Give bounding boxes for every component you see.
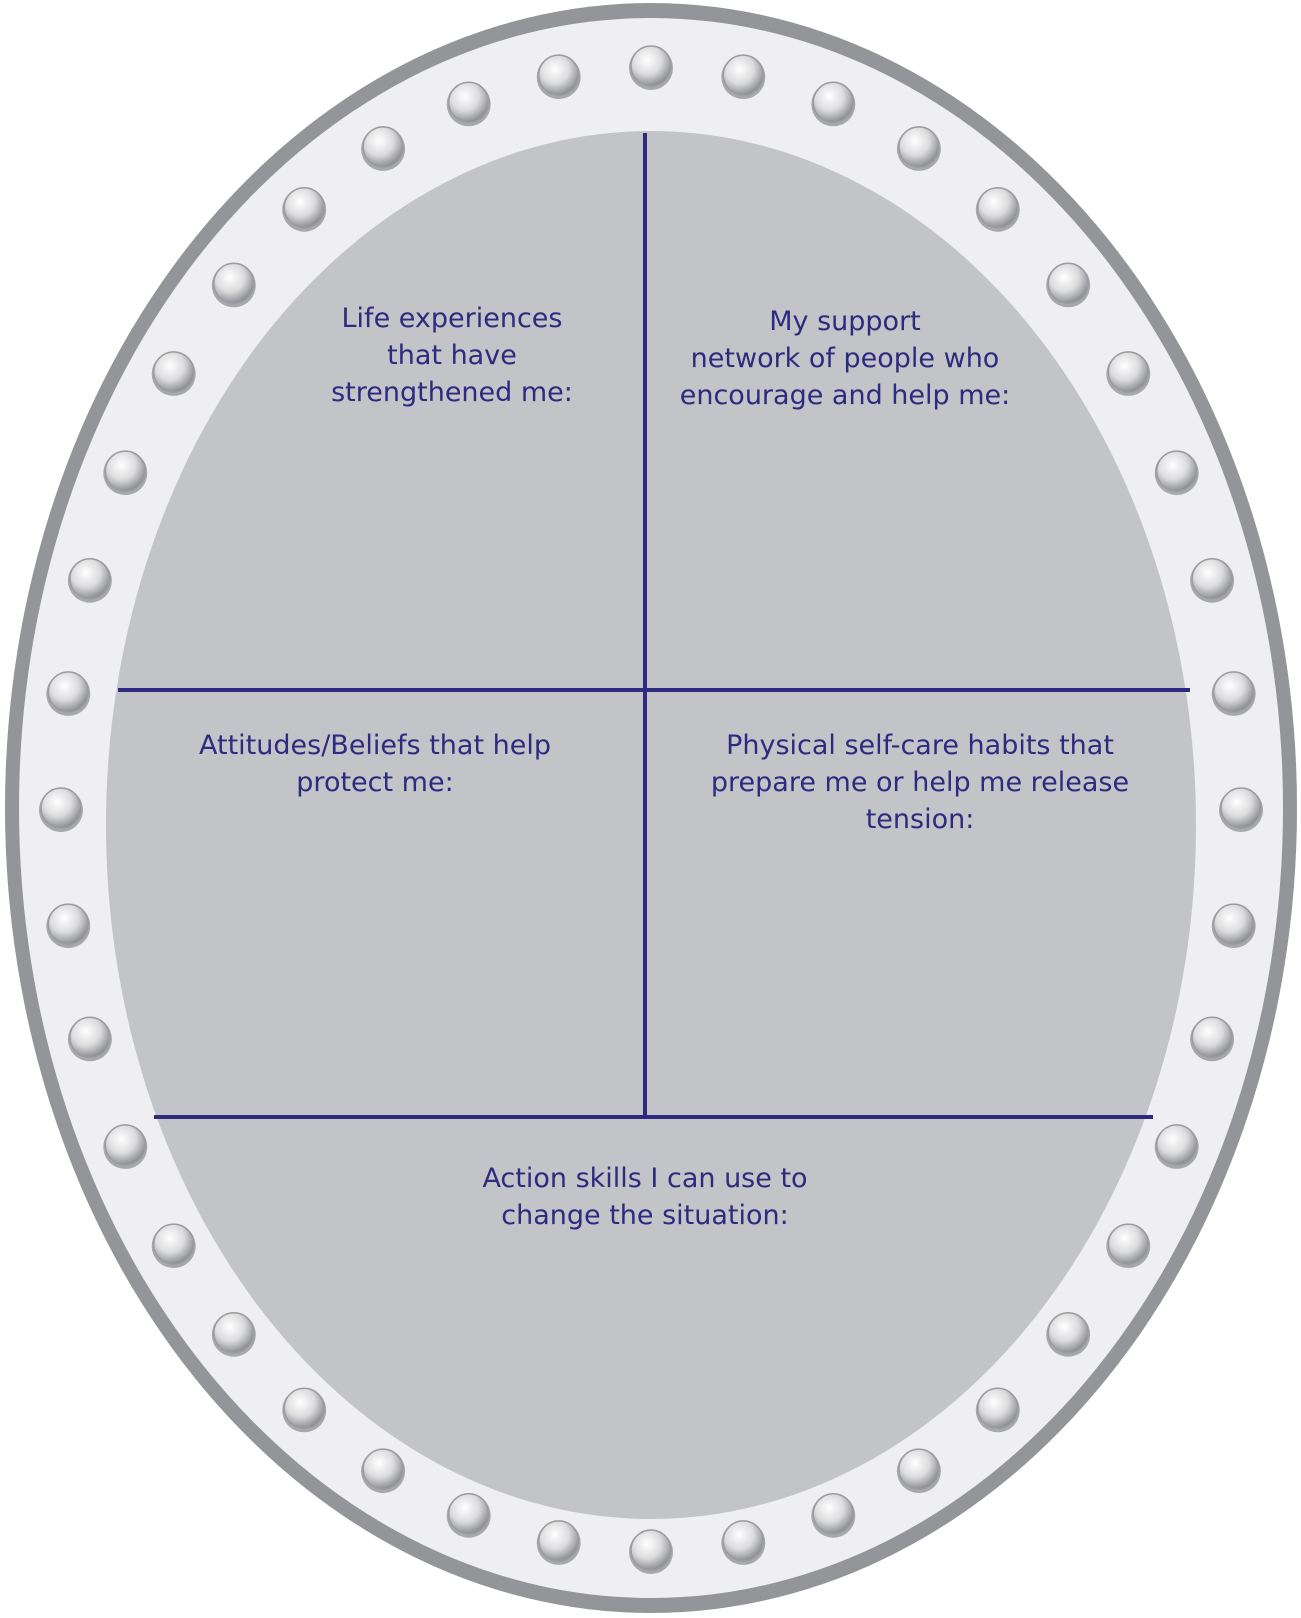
stud [722, 54, 765, 96]
stud [898, 1448, 940, 1490]
stud [47, 903, 90, 945]
physical-self-care-label: Physical self-care habits that prepare m… [710, 730, 1130, 835]
stud [1047, 262, 1089, 305]
stud [1107, 1223, 1150, 1265]
stud [104, 1124, 147, 1166]
stud [1220, 787, 1262, 829]
stud [722, 1520, 765, 1562]
stud [362, 1448, 404, 1490]
stud [977, 186, 1019, 229]
stud [1212, 671, 1255, 713]
stud [104, 450, 147, 492]
stud [152, 351, 195, 393]
stud [1155, 450, 1198, 492]
stud [69, 1016, 111, 1059]
stud [1212, 903, 1255, 945]
stud [812, 1492, 855, 1535]
stud [447, 81, 490, 124]
stud [1191, 557, 1233, 600]
stud [213, 262, 255, 305]
stud [1191, 1016, 1233, 1059]
stud [447, 1492, 490, 1535]
stud [977, 1387, 1019, 1430]
stud [1155, 1124, 1198, 1166]
stud [69, 557, 111, 600]
stud [40, 787, 82, 829]
stud [1047, 1311, 1089, 1354]
stud [283, 1387, 325, 1430]
stud [1107, 351, 1150, 393]
support-network-label: My support network of people who encoura… [679, 306, 1011, 411]
studs-ring [39, 45, 1263, 1574]
stud [47, 671, 90, 713]
stud [812, 81, 855, 124]
life-experiences-label: Life experiences that have strengthened … [331, 303, 573, 408]
stud [630, 45, 672, 87]
action-skills-label: Action skills I can use to change the si… [482, 1163, 808, 1231]
stud [362, 126, 404, 168]
stud [898, 126, 940, 168]
attitudes-beliefs-label: Attitudes/Beliefs that help protect me: [199, 730, 551, 798]
stud [213, 1311, 255, 1354]
stud [537, 1520, 580, 1562]
stud [283, 186, 325, 229]
stud [152, 1223, 195, 1265]
stud [630, 1529, 672, 1571]
stud [537, 54, 580, 96]
inner-shield [106, 131, 1196, 1519]
